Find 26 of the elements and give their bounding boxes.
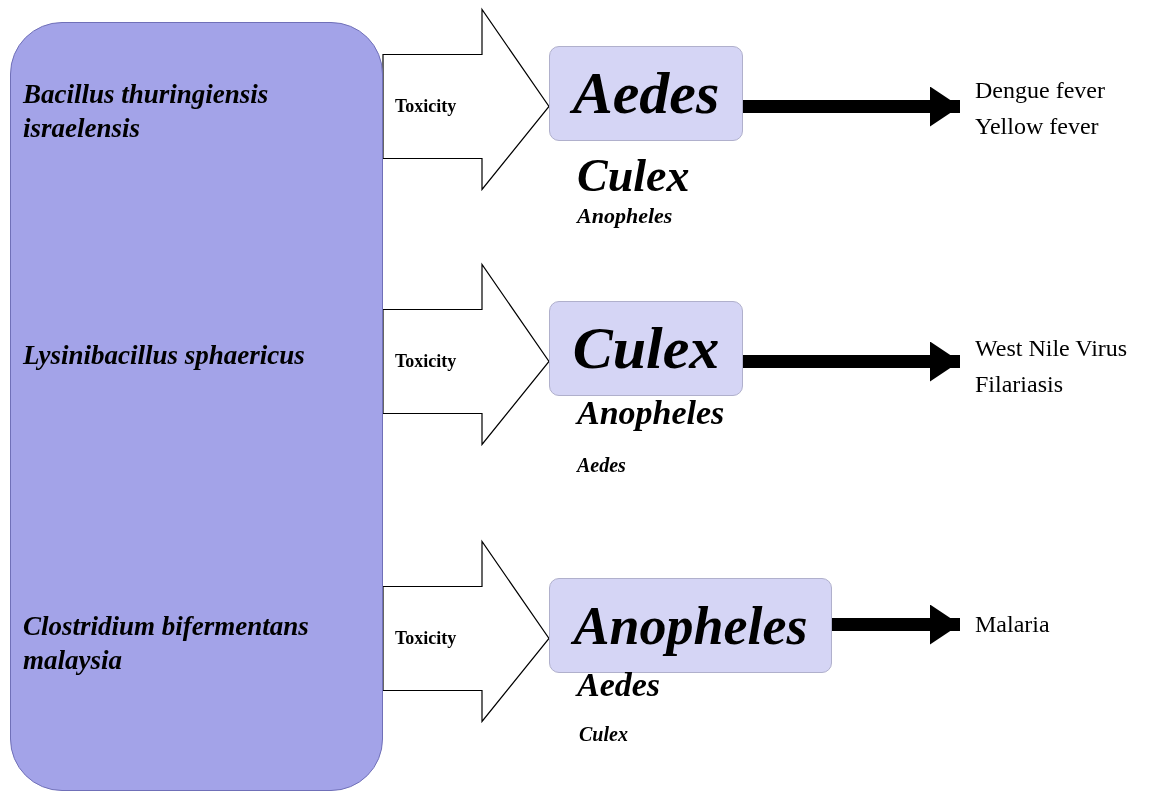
disease-name: West Nile Virus: [975, 334, 1129, 363]
species-name: Lysinibacillus sphaericus: [23, 339, 305, 372]
edge-label: Toxicity: [395, 96, 457, 115]
genus-box: Anopheles: [549, 578, 832, 673]
edge-label: Toxicity: [395, 628, 457, 647]
disease-name: Malaria: [975, 610, 1051, 639]
edge-label: Toxicity: [395, 351, 457, 370]
block-arrow: [382, 7, 550, 192]
arrow: [743, 341, 960, 382]
species-name: Bacillus thuringiensis israelensis: [23, 78, 270, 145]
genus-box: Aedes: [549, 46, 743, 141]
block-arrow: [382, 262, 550, 447]
genus-name: Anopheles: [577, 396, 725, 430]
panel-background: [10, 22, 383, 791]
genus-name: Culex: [579, 724, 628, 744]
genus-name: Culex: [577, 153, 690, 199]
disease-name: Dengue fever: [975, 76, 1106, 105]
arrow: [832, 604, 960, 645]
disease-name: Yellow fever: [975, 112, 1100, 141]
block-arrow: [382, 539, 550, 724]
disease-name: Filariasis: [975, 370, 1064, 399]
genus-box: Culex: [549, 301, 743, 396]
genus-name: Anopheles: [577, 205, 673, 227]
genus-name: Aedes: [577, 455, 626, 475]
species-name: Clostridium bifermentans malaysia: [23, 610, 310, 677]
arrow: [743, 86, 960, 127]
